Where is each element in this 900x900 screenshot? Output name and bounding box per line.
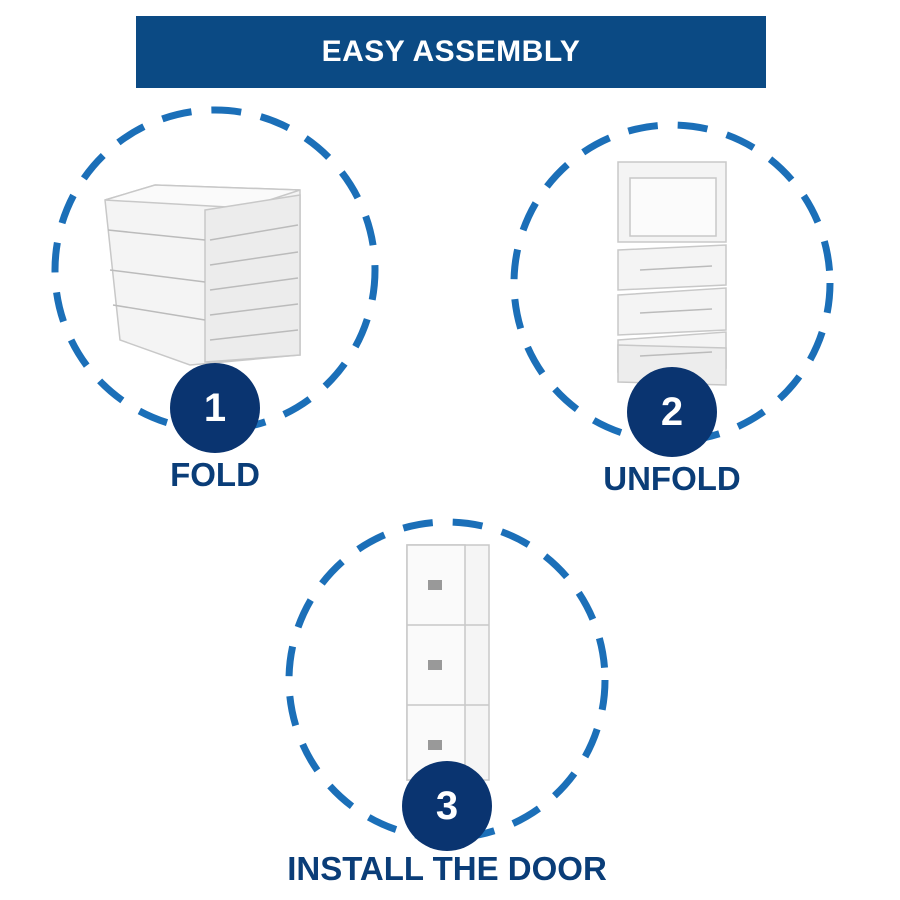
title-banner: EASY ASSEMBLY — [136, 16, 766, 88]
step-1-number: 1 — [203, 385, 227, 430]
step-3-number-badge: 3 — [402, 761, 492, 851]
step-3-number: 3 — [435, 783, 459, 828]
step-2-dashed-circle — [510, 121, 834, 445]
step-2-number-badge: 2 — [627, 367, 717, 457]
unfolded-cabinet-image — [617, 161, 727, 386]
step-2-number: 2 — [660, 389, 684, 434]
step-1-label: FOLD — [170, 456, 260, 493]
step-3-dashed-circle — [285, 518, 609, 842]
step-2-label: UNFOLD — [603, 460, 741, 497]
folded-cabinet-image — [104, 184, 301, 366]
step-1-number-badge: 1 — [170, 363, 260, 453]
cabinet-with-doors-image — [406, 544, 490, 781]
step-3-label: INSTALL THE DOOR — [287, 850, 607, 887]
page-title: EASY ASSEMBLY — [321, 35, 581, 68]
